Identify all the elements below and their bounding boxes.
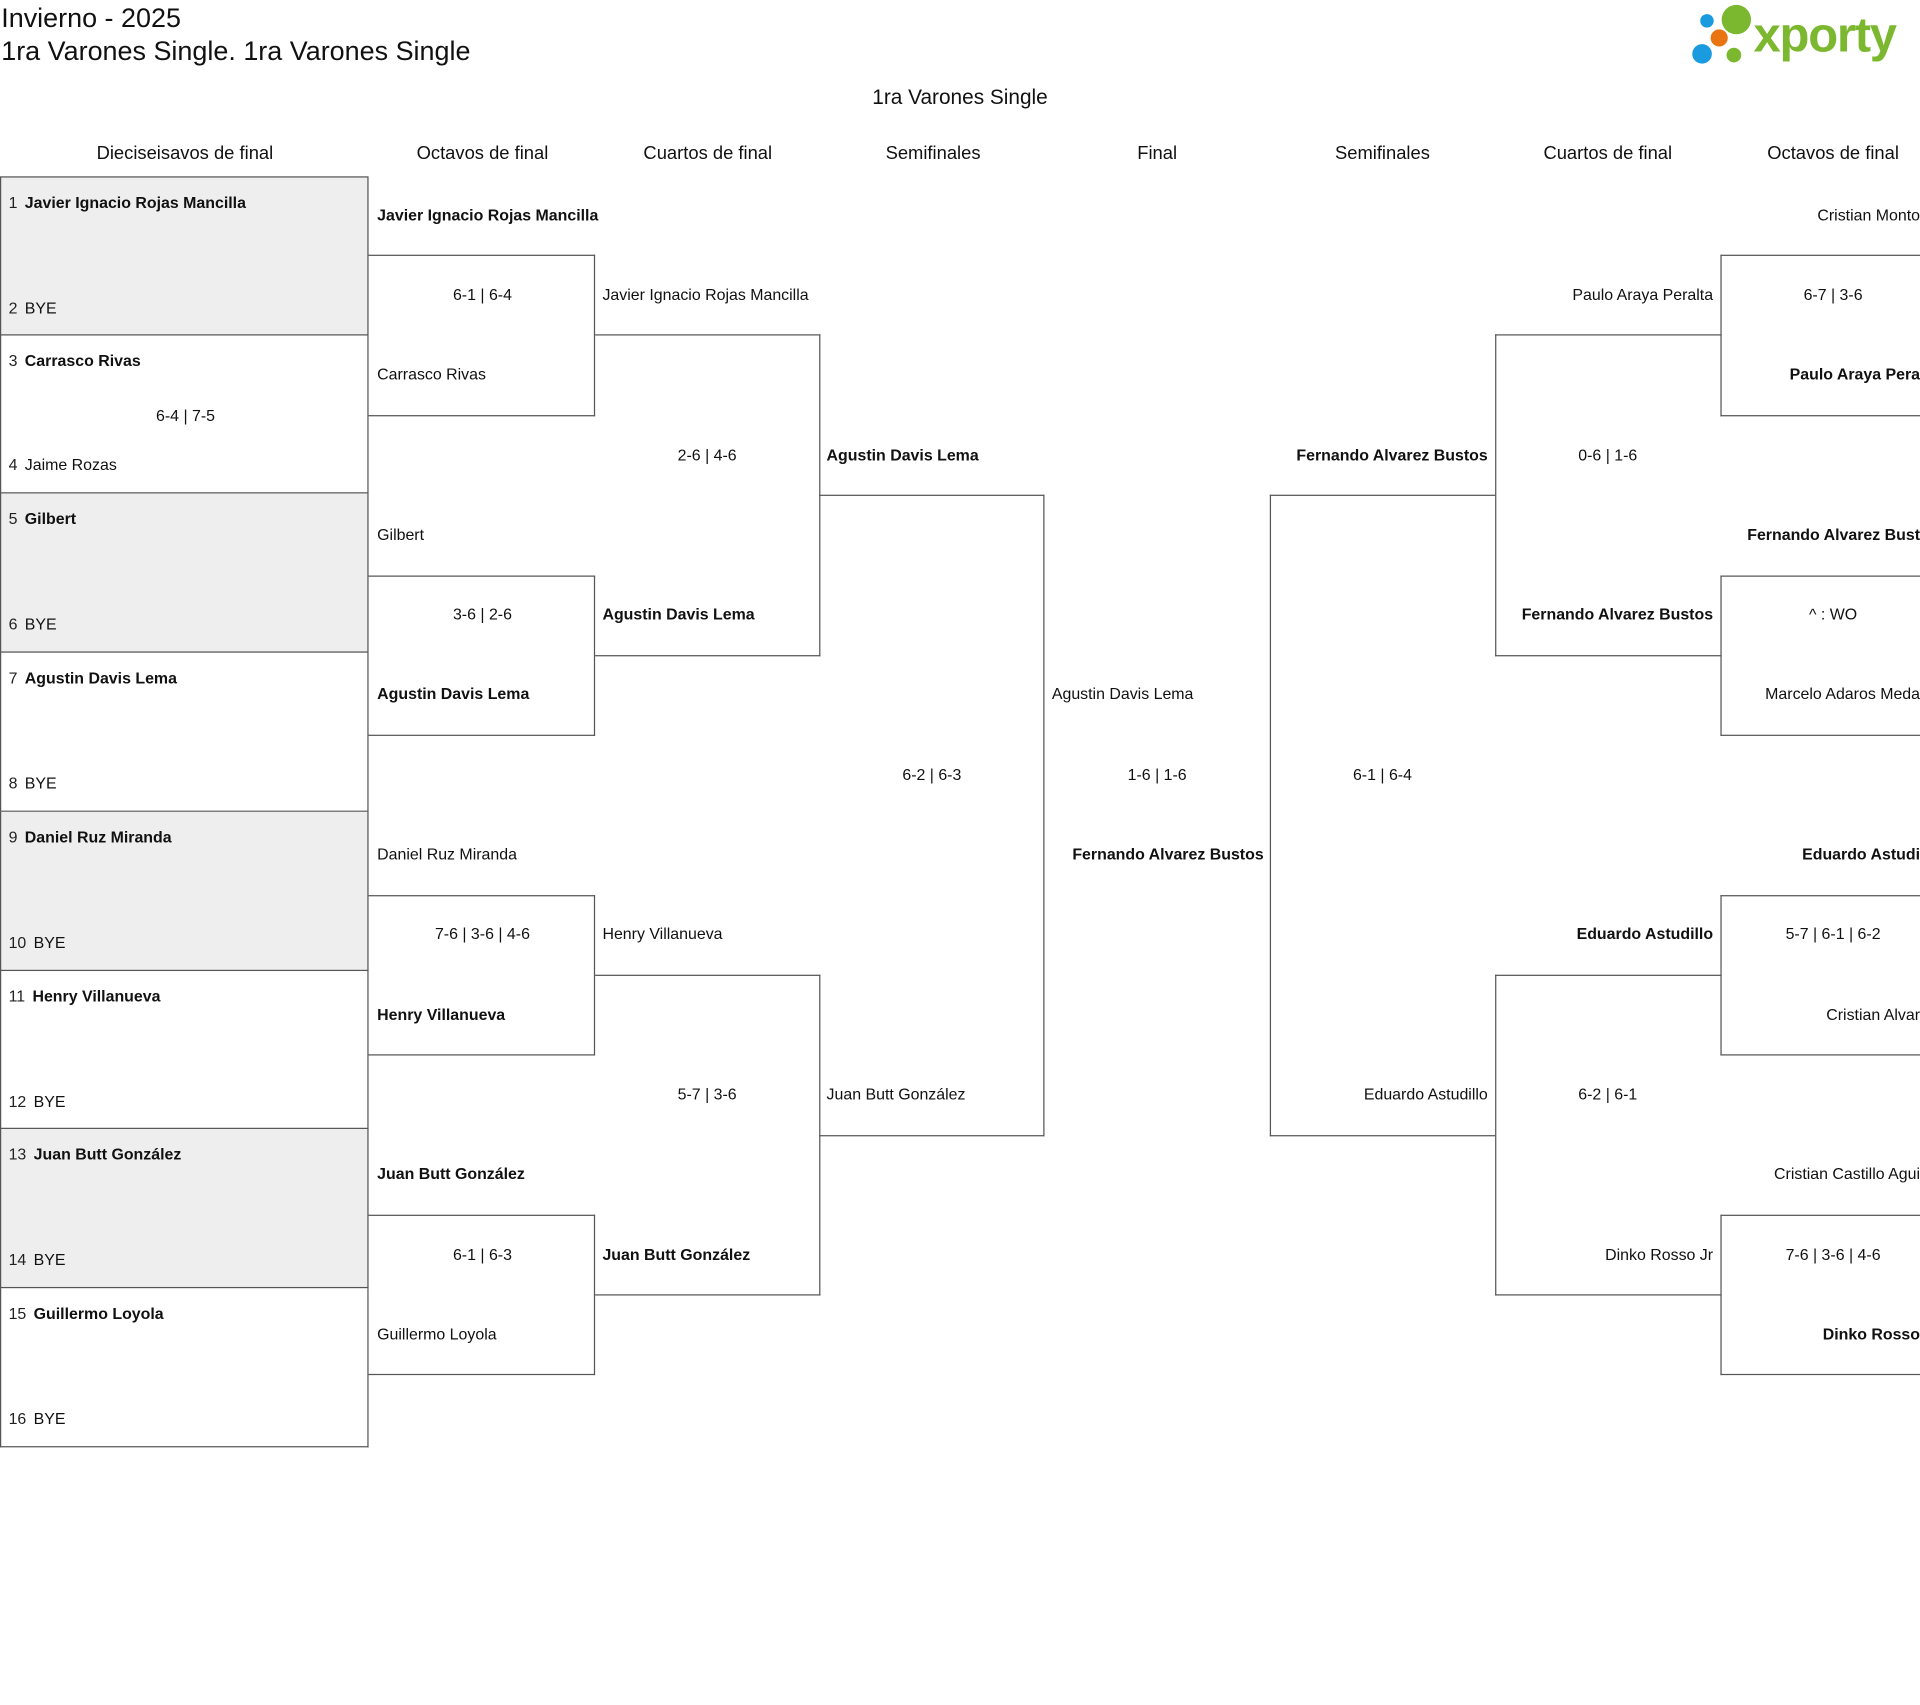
connector-octavos-left-1 (368, 254, 596, 417)
cuartos-right-1-player-1[interactable]: Paulo Araya Peralta (1572, 285, 1714, 304)
octavos-right-3-score: 5-7 | 6-1 | 6-2 (1785, 924, 1881, 943)
round-header-octavos-left: Octavos de final (416, 143, 549, 165)
connector-semi-right (1269, 494, 1496, 1137)
octavos-left-3-player-2[interactable]: Henry Villanueva (377, 1005, 506, 1024)
semi-left-player-1[interactable]: Agustin Davis Lema (826, 445, 979, 465)
cuartos-left-2-score: 5-7 | 3-6 (677, 1084, 737, 1104)
octavos-left-3-player-1[interactable]: Daniel Ruz Miranda (377, 844, 517, 864)
octavos-right-3-player-2[interactable]: Cristian Alvar (1826, 1005, 1920, 1024)
round-header-semis-right: Semifinales (1334, 143, 1430, 165)
octavos-left-4-player-1[interactable]: Juan Butt González (377, 1164, 525, 1183)
octavos-right-1-score: 6-7 | 3-6 (1803, 285, 1863, 304)
octavos-left-1-score: 6-1 | 6-4 (452, 285, 512, 304)
logo-icon (1692, 4, 1752, 64)
page-title: Invierno - 2025 (1, 2, 181, 34)
cuartos-right-2-score: 6-2 | 6-1 (1578, 1084, 1638, 1104)
octavos-left-2-player-2[interactable]: Agustin Davis Lema (377, 684, 530, 703)
octavos-right-3-player-1[interactable]: Eduardo Astudi (1802, 844, 1920, 864)
semi-right-player-2[interactable]: Eduardo Astudillo (1363, 1084, 1488, 1104)
octavos-right-1-player-1[interactable]: Cristian Monto (1817, 205, 1920, 225)
logo-text: xporty (1753, 8, 1897, 63)
octavos-left-1-player-2[interactable]: Carrasco Rivas (377, 364, 486, 384)
connector-octavos-right-2 (1720, 575, 1920, 736)
final-score: 1-6 | 1-6 (1127, 765, 1187, 784)
octavos-right-2-player-2[interactable]: Marcelo Adaros Meda (1765, 684, 1920, 703)
final-player-1[interactable]: Agustin Davis Lema (1051, 684, 1194, 703)
round-header-cuartos-right: Cuartos de final (1543, 143, 1673, 165)
round-header-cuartos-left: Cuartos de final (643, 143, 773, 165)
cuartos-right-1-score: 0-6 | 1-6 (1578, 445, 1638, 465)
octavos-left-1-player-1[interactable]: Javier Ignacio Rojas Mancilla (377, 205, 599, 225)
cuartos-left-2-player-2[interactable]: Juan Butt González (602, 1245, 751, 1264)
octavos-left-4-player-2[interactable]: Guillermo Loyola (377, 1324, 497, 1344)
final-player-2[interactable]: Fernando Alvarez Bustos (1072, 844, 1264, 864)
round-header-semis-left: Semifinales (885, 143, 981, 165)
octavos-left-2-player-1[interactable]: Gilbert (377, 525, 425, 544)
bracket-title: 1ra Varones Single (872, 85, 1048, 109)
semi-right-score: 6-1 | 6-4 (1352, 765, 1412, 784)
octavos-left-4-score: 6-1 | 6-3 (452, 1245, 512, 1264)
match-score: 6-4 | 7-5 (156, 406, 216, 425)
connector-octavos-left-4 (368, 1214, 596, 1376)
semi-left-player-2[interactable]: Juan Butt González (826, 1084, 966, 1104)
cuartos-left-1-player-2[interactable]: Agustin Davis Lema (602, 604, 755, 624)
cuartos-left-1-player-1[interactable]: Javier Ignacio Rojas Mancilla (602, 285, 809, 304)
octavos-left-3-score: 7-6 | 3-6 | 4-6 (434, 924, 530, 943)
connector-semi-left (819, 494, 1045, 1137)
connector-octavos-left-2 (368, 575, 596, 736)
octavos-right-4-player-2[interactable]: Dinko Rosso (1822, 1324, 1920, 1344)
octavos-right-4-player-1[interactable]: Cristian Castillo Agui (1774, 1164, 1920, 1183)
round-header-octavos-right: Octavos de final (1767, 143, 1899, 165)
octavos-right-4-score: 7-6 | 3-6 | 4-6 (1785, 1245, 1881, 1264)
octavos-right-2-score: ^ : WO (1808, 604, 1858, 624)
octavos-right-1-player-2[interactable]: Paulo Araya Pera (1789, 364, 1920, 384)
page-subtitle: 1ra Varones Single. 1ra Varones Single (1, 35, 471, 67)
semi-right-player-1[interactable]: Fernando Alvarez Bustos (1296, 445, 1488, 465)
connector-octavos-right-3 (1720, 895, 1920, 1056)
semi-left-score: 6-2 | 6-3 (902, 765, 962, 784)
xporty-logo[interactable]: xporty (1690, 2, 1920, 71)
round-header-dieciseisavos: Dieciseisavos de final (96, 143, 274, 165)
cuartos-left-2-player-1[interactable]: Henry Villanueva (602, 924, 723, 943)
connector-octavos-right-4 (1720, 1214, 1920, 1376)
connector-octavos-right-1 (1720, 254, 1920, 417)
cuartos-right-2-player-2[interactable]: Dinko Rosso Jr (1605, 1245, 1714, 1264)
connector-cuartos-right-2 (1495, 974, 1722, 1296)
connector-cuartos-right-1 (1495, 334, 1722, 657)
cuartos-left-1-score: 2-6 | 4-6 (677, 445, 737, 465)
octavos-right-2-player-1[interactable]: Fernando Alvarez Bust (1747, 525, 1920, 544)
connector-octavos-left-3 (368, 895, 596, 1056)
cuartos-right-2-player-1[interactable]: Eduardo Astudillo (1576, 924, 1714, 943)
cuartos-right-1-player-2[interactable]: Fernando Alvarez Bustos (1521, 604, 1714, 624)
octavos-left-2-score: 3-6 | 2-6 (452, 604, 512, 624)
round-header-final: Final (1137, 143, 1178, 165)
